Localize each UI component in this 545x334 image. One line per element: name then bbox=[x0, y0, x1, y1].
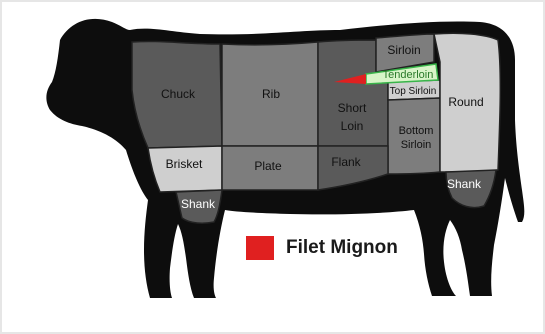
legend-swatch bbox=[246, 236, 274, 260]
label-shank-front: Shank bbox=[181, 197, 216, 211]
label-brisket: Brisket bbox=[166, 157, 203, 171]
label-rib: Rib bbox=[262, 87, 280, 101]
label-round: Round bbox=[448, 95, 483, 109]
legend: Filet Mignon bbox=[246, 236, 398, 260]
legend-label: Filet Mignon bbox=[286, 237, 398, 259]
label-bottom-sirloin-1: Bottom bbox=[399, 125, 434, 137]
label-plate: Plate bbox=[254, 159, 282, 173]
label-top-sirloin: Top Sirloin bbox=[390, 86, 437, 97]
label-short-loin-2: Loin bbox=[341, 119, 364, 133]
label-tenderloin: Tenderloin bbox=[383, 69, 434, 81]
label-bottom-sirloin-2: Sirloin bbox=[401, 139, 432, 151]
label-shank-rear: Shank bbox=[447, 177, 482, 191]
label-short-loin-1: Short bbox=[338, 101, 367, 115]
label-chuck: Chuck bbox=[161, 87, 196, 101]
label-sirloin: Sirloin bbox=[387, 43, 420, 57]
label-flank: Flank bbox=[331, 155, 361, 169]
